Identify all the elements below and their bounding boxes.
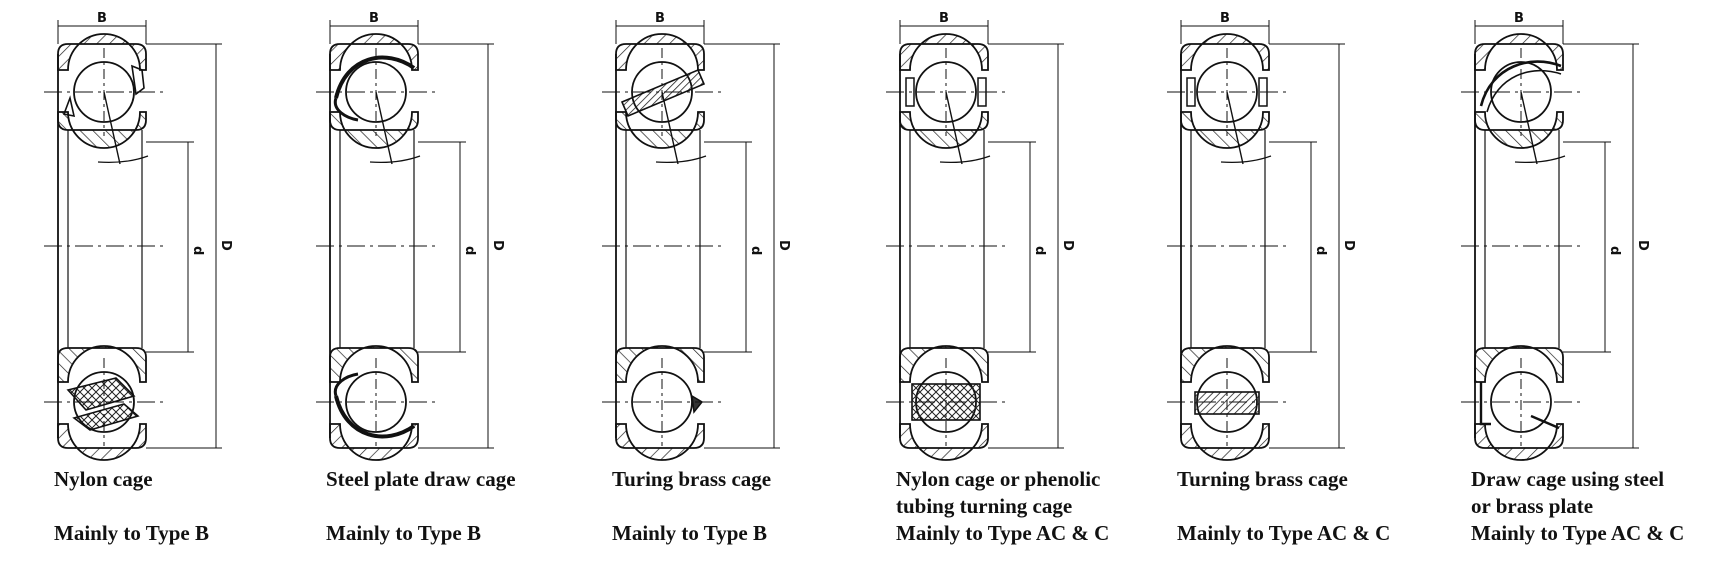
bearing-section-2: Bd D bbox=[316, 11, 505, 461]
width-dim-label: B bbox=[1514, 11, 1524, 26]
angle-arc bbox=[369, 155, 421, 163]
inner-ring-section bbox=[615, 111, 705, 149]
bearing-section-5: Bd D bbox=[1167, 11, 1356, 461]
application-label: Mainly to Type AC & C bbox=[896, 521, 1110, 545]
width-dim-label: B bbox=[655, 11, 665, 26]
width-dim-label: B bbox=[97, 11, 107, 26]
inner-ring-section bbox=[1180, 111, 1270, 149]
contact-line bbox=[661, 91, 679, 165]
contact-line bbox=[1520, 91, 1538, 165]
outer-ring-section bbox=[1474, 423, 1564, 461]
cage-type-label: Draw cage using steel bbox=[1471, 467, 1665, 491]
bore-dim-label: d bbox=[190, 246, 205, 255]
outer-dim-label: D bbox=[776, 240, 791, 251]
inner-ring-section bbox=[57, 345, 147, 383]
cage-section bbox=[905, 77, 915, 107]
inner-ring-section bbox=[329, 345, 419, 383]
cage-section bbox=[334, 55, 416, 99]
bore-dim-label: d bbox=[1313, 246, 1328, 255]
outer-ring-section bbox=[1180, 423, 1270, 461]
outer-ring-section bbox=[899, 423, 989, 461]
outer-ring-section bbox=[1180, 33, 1270, 71]
inner-ring-section bbox=[1474, 111, 1564, 149]
cage-type-label: Steel plate draw cage bbox=[326, 467, 516, 491]
inner-ring-section bbox=[899, 345, 989, 383]
inner-ring-section bbox=[615, 345, 705, 383]
contact-line bbox=[375, 91, 393, 165]
cage-section bbox=[62, 95, 76, 118]
width-dim-label: B bbox=[369, 11, 379, 26]
bearing-caption-1: Nylon cage Mainly to Type B bbox=[54, 466, 209, 547]
cage-type-label: Turning brass cage bbox=[1177, 467, 1348, 491]
angle-arc bbox=[1220, 155, 1272, 163]
bearing-caption-3: Turing brass cage Mainly to Type B bbox=[612, 466, 771, 547]
cage-type-label: Nylon cage or phenolic bbox=[896, 467, 1101, 491]
width-dim-label: B bbox=[1220, 11, 1230, 26]
cage-section bbox=[334, 395, 416, 439]
outer-ring-section bbox=[615, 423, 705, 461]
outer-dim-label: D bbox=[1341, 240, 1356, 251]
bore-dim-label: d bbox=[748, 246, 763, 255]
bearing-section-6: Bd D bbox=[1461, 11, 1650, 461]
outer-ring-section bbox=[57, 33, 147, 71]
cage-section bbox=[620, 68, 706, 118]
cage-section bbox=[691, 394, 704, 414]
cage-section bbox=[1479, 60, 1562, 107]
cage-section bbox=[333, 97, 359, 122]
contact-line bbox=[1226, 91, 1244, 165]
bearing-section-3: Bd D bbox=[602, 11, 791, 461]
cage-section bbox=[72, 403, 140, 431]
outer-ring-section bbox=[899, 33, 989, 71]
outer-ring-section bbox=[329, 423, 419, 461]
outer-dim-label: D bbox=[1060, 240, 1075, 251]
outer-ring-section bbox=[57, 423, 147, 461]
cage-section bbox=[1479, 382, 1491, 426]
cage-type-label: Nylon cage bbox=[54, 467, 153, 491]
application-label: Mainly to Type B bbox=[326, 521, 481, 545]
application-label: Mainly to Type AC & C bbox=[1471, 521, 1685, 545]
bearing-section-1: Bd D bbox=[44, 11, 233, 461]
outer-dim-label: D bbox=[490, 240, 505, 251]
contact-line bbox=[103, 91, 121, 165]
cage-section bbox=[131, 64, 145, 96]
cage-type-label: Turing brass cage bbox=[612, 467, 772, 491]
bore-dim-label: d bbox=[1032, 246, 1047, 255]
bearing-caption-4: Nylon cage or phenolic tubing turning cag… bbox=[896, 466, 1109, 547]
application-label: Mainly to Type B bbox=[54, 521, 209, 545]
bearing-caption-5: Turning brass cage Mainly to Type AC & C bbox=[1177, 466, 1390, 547]
bore-dim-label: d bbox=[462, 246, 477, 255]
inner-ring-section bbox=[57, 111, 147, 149]
cage-section bbox=[1486, 69, 1562, 113]
angle-arc bbox=[1514, 155, 1566, 163]
inner-ring-section bbox=[1474, 345, 1564, 383]
angle-arc bbox=[655, 155, 707, 163]
bore-dim-label: d bbox=[1607, 246, 1622, 255]
angle-arc bbox=[97, 155, 149, 163]
cage-type-label: tubing turning cage bbox=[896, 494, 1073, 518]
cage-type-label: or brass plate bbox=[1471, 494, 1594, 518]
inner-ring-section bbox=[899, 111, 989, 149]
cage-section bbox=[1530, 414, 1560, 430]
contact-line bbox=[945, 91, 963, 165]
outer-dim-label: D bbox=[1635, 240, 1650, 251]
cage-section bbox=[1186, 77, 1196, 107]
application-label: Mainly to Type AC & C bbox=[1177, 521, 1391, 545]
bearing-caption-2: Steel plate draw cage Mainly to Type B bbox=[326, 466, 516, 547]
outer-ring-section bbox=[615, 33, 705, 71]
inner-ring-section bbox=[1180, 345, 1270, 383]
bearing-section-4: Bd D bbox=[886, 11, 1075, 461]
width-dim-label: B bbox=[939, 11, 949, 26]
outer-dim-label: D bbox=[218, 240, 233, 251]
application-label: Mainly to Type B bbox=[612, 521, 767, 545]
cage-section bbox=[333, 372, 359, 397]
angle-arc bbox=[939, 155, 991, 163]
inner-ring-section bbox=[329, 111, 419, 149]
